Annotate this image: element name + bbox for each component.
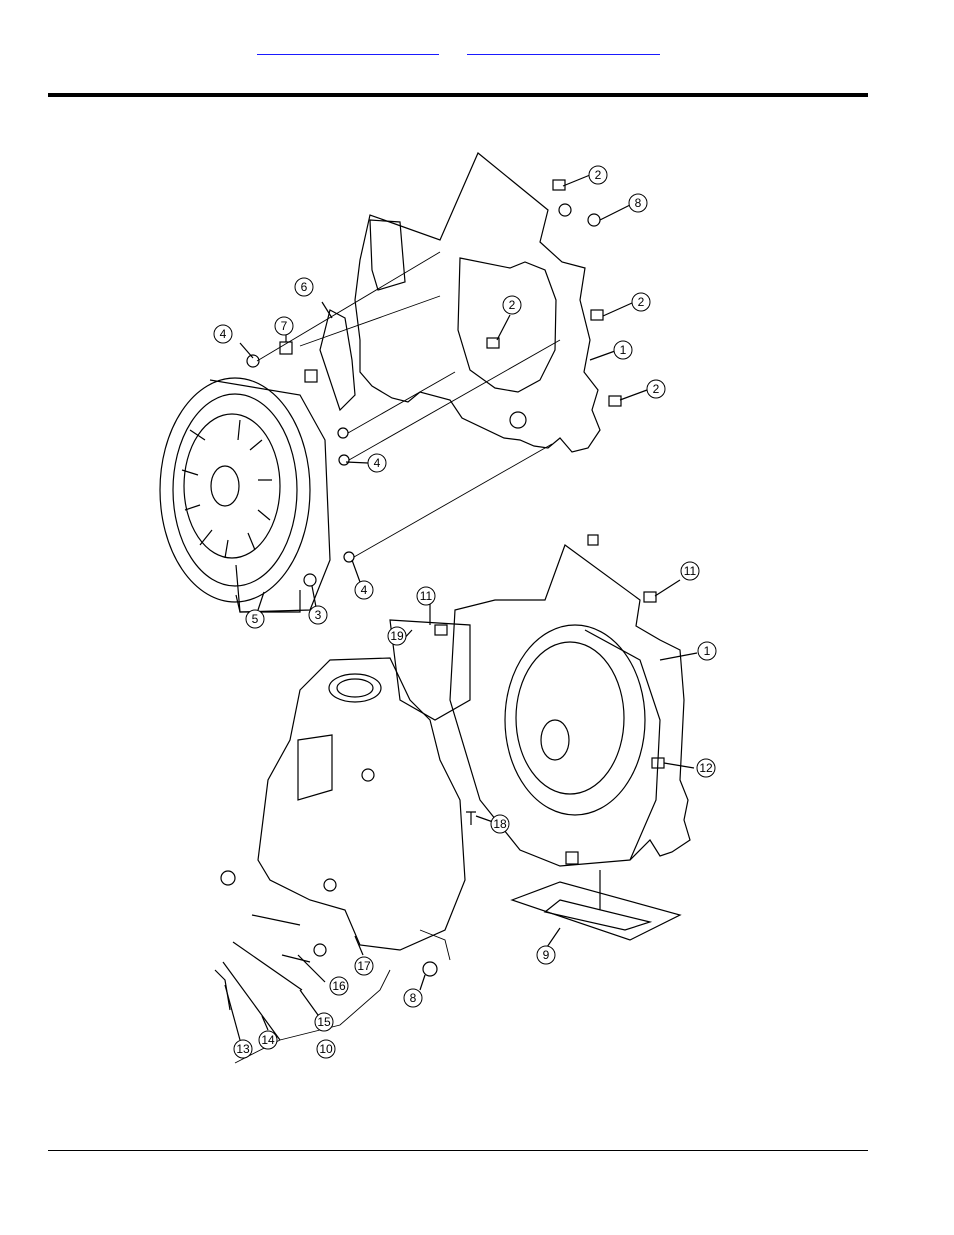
callout-c1j: 4	[367, 453, 387, 473]
washer-4a	[246, 354, 260, 368]
svg-text:15: 15	[317, 1015, 331, 1029]
callout-c1m: 3	[308, 605, 328, 625]
callout-c2i: 16	[329, 976, 349, 996]
fan-housing-upper-ring	[172, 393, 298, 587]
washer-8	[587, 213, 601, 227]
svg-text:3: 3	[315, 608, 322, 622]
fan-housing-upper-outer	[159, 377, 311, 603]
fan-housing-lower-ring	[515, 641, 625, 795]
header-link-left[interactable]	[257, 46, 439, 55]
callout-c1i: 2	[646, 379, 666, 399]
svg-text:4: 4	[361, 583, 368, 597]
callout-c2d: 1	[697, 641, 717, 661]
svg-text:2: 2	[638, 295, 645, 309]
callout-labels: 2 8 6 2 2 4 7 1 2 4 4 5 3 11 19 11 1 12 …	[213, 165, 717, 1059]
bolt-11a	[434, 624, 448, 636]
bolt-2a	[552, 179, 566, 191]
blower-body	[257, 657, 466, 951]
svg-text:2: 2	[653, 382, 660, 396]
svg-text:19: 19	[390, 629, 404, 643]
svg-text:9: 9	[543, 948, 550, 962]
blower-vent	[297, 734, 333, 801]
svg-text:2: 2	[509, 298, 516, 312]
callout-c1k: 4	[354, 580, 374, 600]
callout-c1g: 7	[274, 316, 294, 336]
svg-text:8: 8	[410, 991, 417, 1005]
callout-c2l: 13	[233, 1039, 253, 1059]
svg-text:18: 18	[493, 817, 507, 831]
footer-rule	[48, 1150, 868, 1151]
plate-cutout-round	[457, 257, 557, 393]
plate-cutout-window	[369, 219, 406, 291]
fan-hub-upper	[210, 465, 240, 507]
svg-text:13: 13	[236, 1042, 250, 1056]
nut-8-lower	[422, 961, 438, 977]
callout-c1a: 2	[588, 165, 608, 185]
callout-c1f: 4	[213, 324, 233, 344]
svg-text:10: 10	[319, 1042, 333, 1056]
nut-3	[303, 573, 317, 587]
washer-4b	[337, 427, 349, 439]
mounting-plate-upper	[354, 152, 601, 453]
nut-lower-left	[220, 870, 236, 886]
svg-text:16: 16	[332, 979, 346, 993]
callout-c2m: 14	[258, 1030, 278, 1050]
mounting-plate-lower	[449, 544, 691, 867]
bracket-upper	[319, 309, 356, 412]
bolt-2d	[608, 395, 622, 407]
svg-text:1: 1	[620, 343, 627, 357]
callout-c2g: 17	[354, 956, 374, 976]
washer-4c	[338, 454, 350, 466]
bracket-19	[389, 619, 471, 721]
callout-c2a: 11	[680, 561, 700, 581]
bolt-11b	[643, 591, 657, 603]
fan-housing-upper-inner	[183, 413, 281, 559]
bolt-2c	[590, 309, 604, 321]
callout-c2f: 18	[490, 814, 510, 834]
callout-c1c: 6	[294, 277, 314, 297]
svg-text:4: 4	[374, 456, 381, 470]
callout-c2c: 11	[416, 586, 436, 606]
svg-text:1: 1	[704, 644, 711, 658]
svg-text:11: 11	[420, 589, 433, 603]
svg-text:7: 7	[281, 319, 288, 333]
header-link-right[interactable]	[467, 46, 660, 55]
callout-c2e: 12	[696, 758, 716, 778]
svg-text:2: 2	[595, 168, 602, 182]
callout-c1l: 5	[245, 609, 265, 629]
callout-c2b: 19	[387, 626, 407, 646]
header-rule	[48, 93, 868, 97]
svg-text:5: 5	[252, 612, 259, 626]
callout-c1d: 2	[502, 295, 522, 315]
callout-c2n: 10	[316, 1039, 336, 1059]
svg-text:14: 14	[261, 1033, 275, 1047]
svg-text:11: 11	[684, 564, 697, 578]
svg-text:4: 4	[220, 327, 227, 341]
svg-text:6: 6	[301, 280, 308, 294]
callout-c1b: 8	[628, 193, 648, 213]
bolt-2b	[486, 337, 500, 349]
plate-hole	[509, 411, 527, 429]
fan-housing-lower-outer	[504, 624, 646, 816]
svg-text:12: 12	[699, 761, 713, 775]
fan-hub-lower	[540, 719, 570, 761]
callout-c2j: 8	[403, 988, 423, 1008]
callout-c1h: 1	[613, 340, 633, 360]
blower-inlet	[328, 673, 382, 703]
svg-text:8: 8	[635, 196, 642, 210]
callout-c2k: 15	[314, 1012, 334, 1032]
callout-c1e: 2	[631, 292, 651, 312]
callout-c2h: 9	[536, 945, 556, 965]
adjuster-plate	[510, 881, 682, 941]
svg-text:17: 17	[357, 959, 371, 973]
